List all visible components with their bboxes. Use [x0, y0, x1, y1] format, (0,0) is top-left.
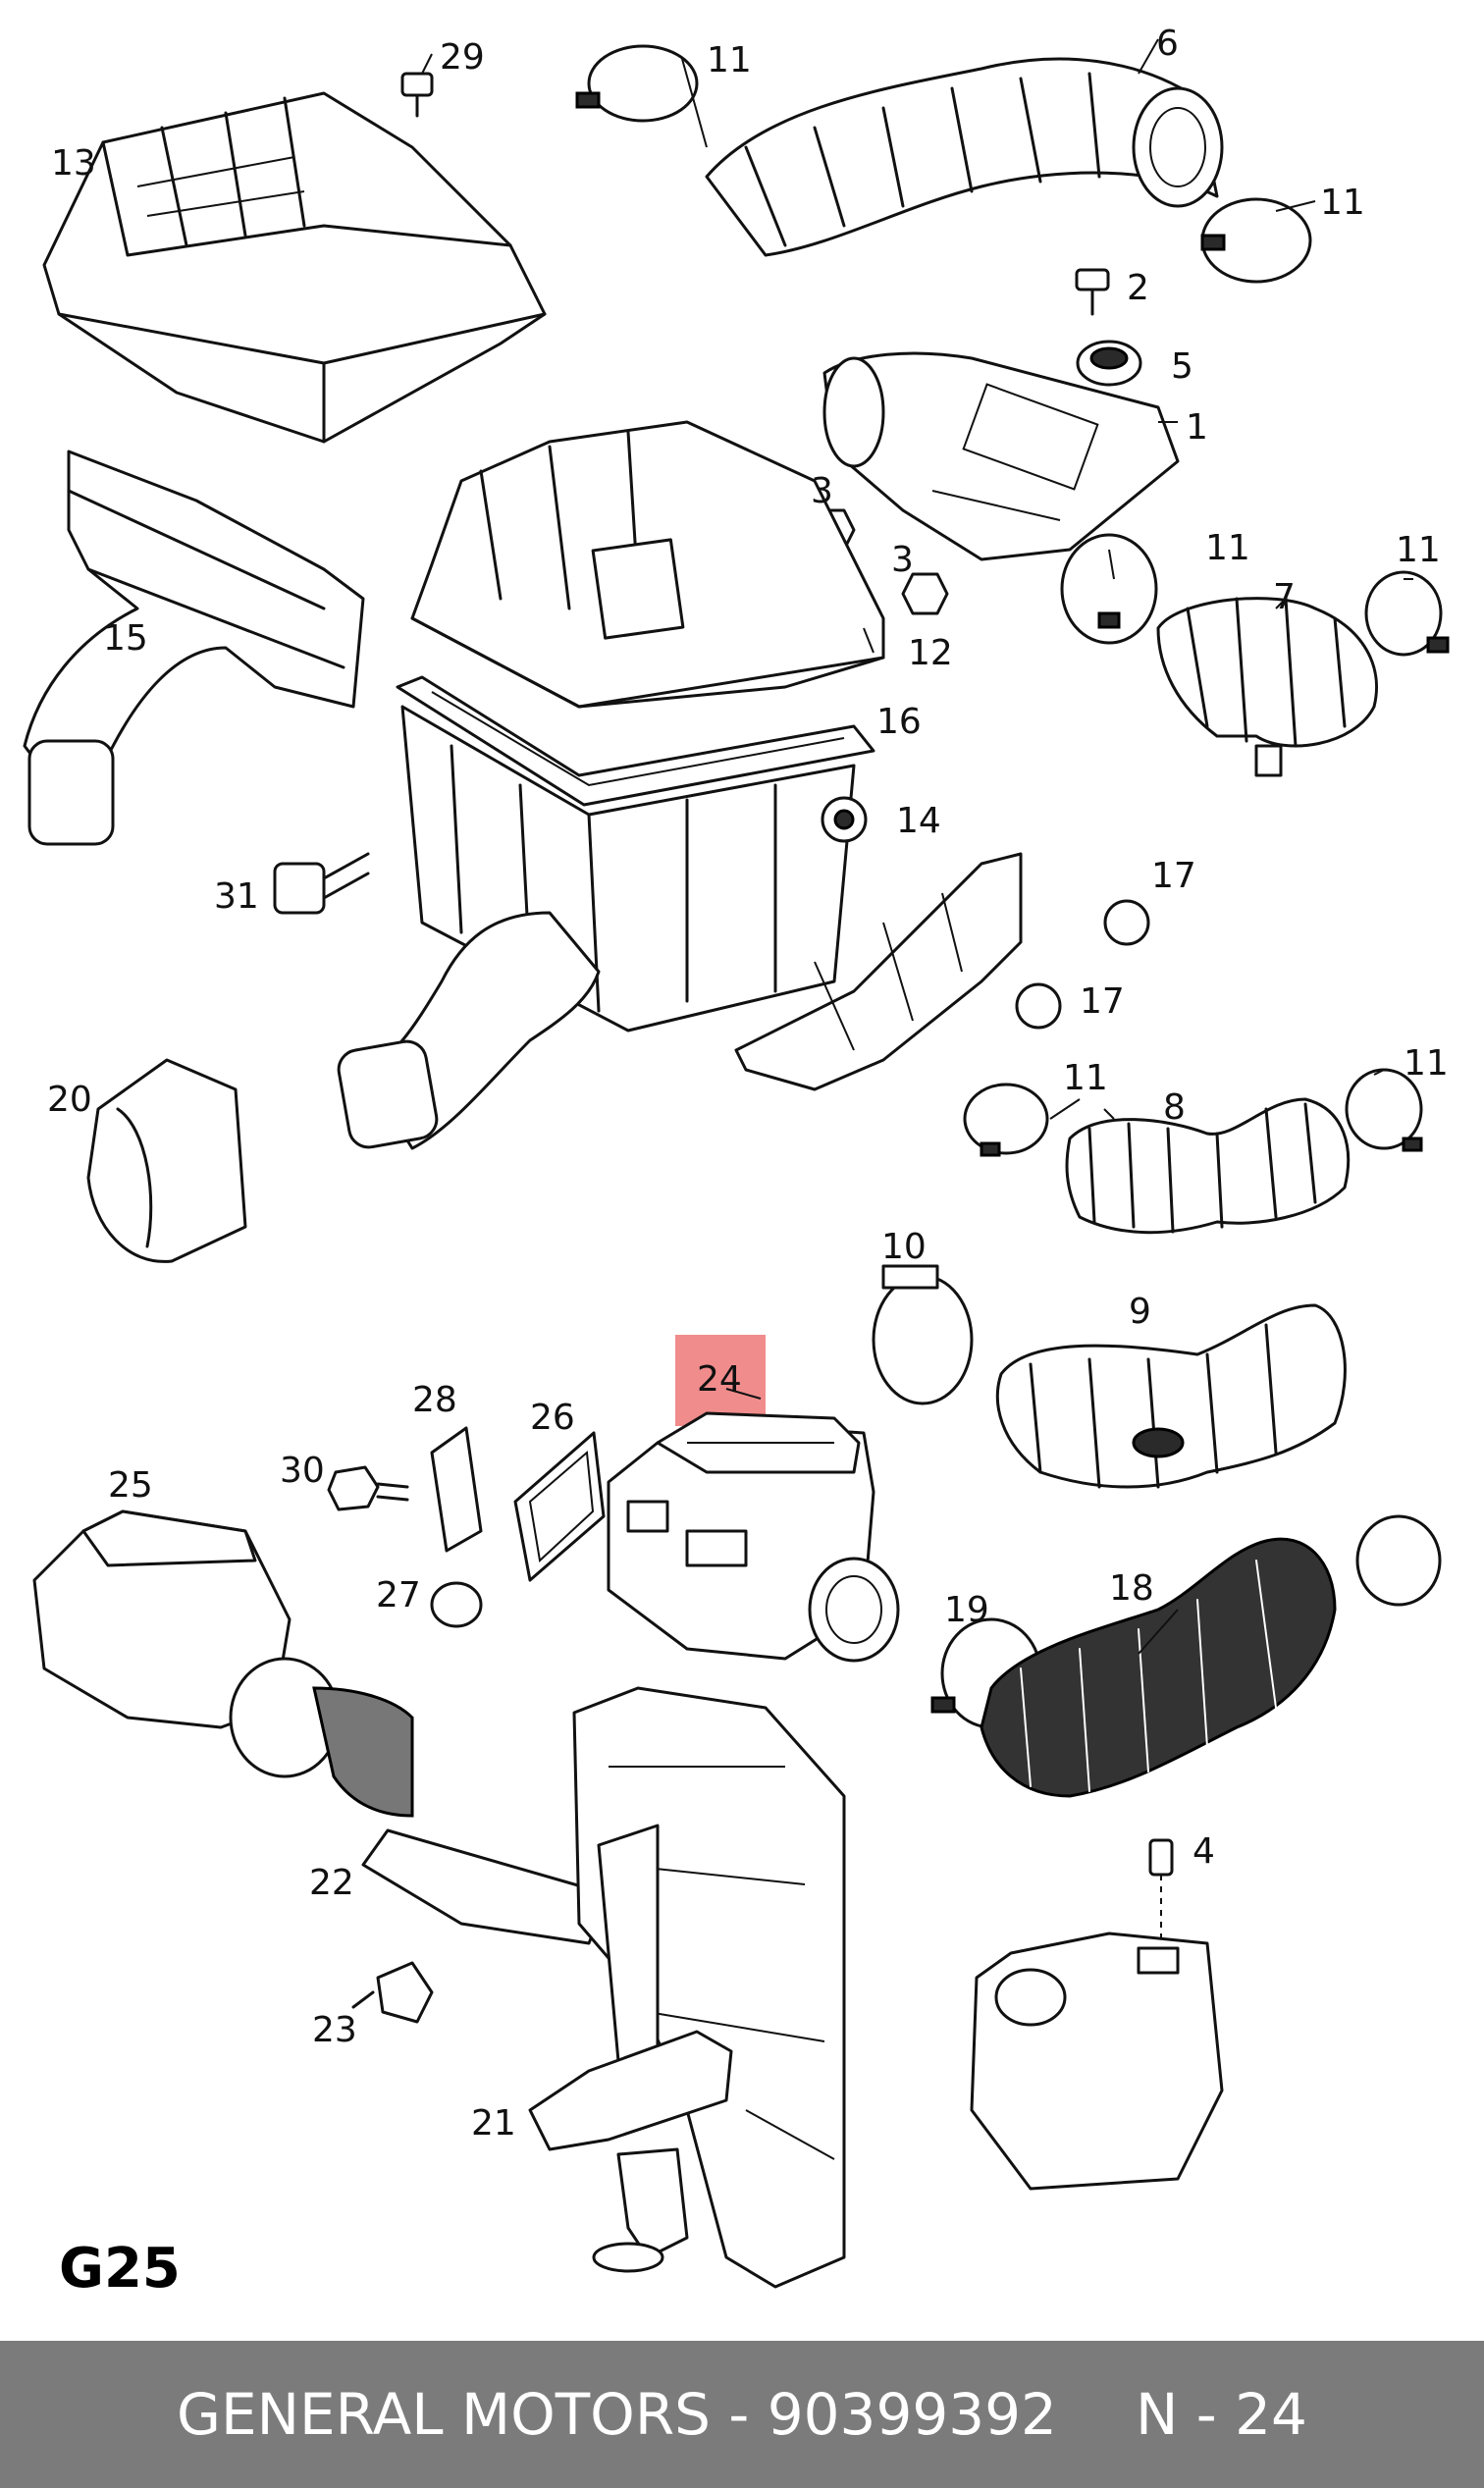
label-16: 16 [876, 702, 922, 742]
label-11: 11 [1404, 1043, 1449, 1084]
highlight-box [675, 1335, 766, 1426]
label-14: 14 [896, 801, 941, 841]
label-30: 30 [280, 1451, 325, 1491]
part-28-bracket [430, 1426, 483, 1553]
part-11-clamp-g [1355, 1514, 1442, 1607]
label-12: 12 [908, 633, 953, 673]
body-panel [572, 1686, 846, 2289]
part-25-airflow-meter [32, 1509, 414, 1818]
part-21-bracket [528, 2030, 733, 2273]
part-8-hose [1065, 1097, 1351, 1235]
label-15: 15 [103, 618, 148, 659]
label-6: 6 [1156, 24, 1179, 64]
part-13-air-cleaner-cover [42, 91, 547, 444]
part-29-screw [400, 72, 434, 118]
part-20-duct [86, 1058, 247, 1263]
label-7: 7 [1273, 577, 1296, 617]
part-11-clamp-b [1200, 197, 1312, 284]
label-11: 11 [707, 40, 752, 80]
label-4: 4 [1192, 1831, 1215, 1872]
label-2: 2 [1127, 268, 1149, 308]
parts-diagram: 29 13 11 6 11 2 5 1 3 3 11 11 7 12 15 16… [23, 24, 1450, 2301]
footer-position: N - 24 [1135, 2381, 1307, 2448]
label-28: 28 [412, 1380, 457, 1420]
part-26-gasket [513, 1431, 606, 1582]
part-17-clip-b [1015, 982, 1062, 1030]
footer-brand-part-number: GENERAL MOTORS - 90399392 [177, 2381, 1057, 2448]
label-5: 5 [1171, 346, 1193, 387]
label-27: 27 [376, 1575, 421, 1615]
label-11: 11 [1396, 530, 1441, 570]
label-11: 11 [1320, 183, 1365, 223]
label-22: 22 [309, 1863, 354, 1903]
reservoir [970, 1932, 1224, 2191]
part-3-nut-b [901, 572, 949, 615]
part-22-bracket [361, 1828, 610, 1945]
part-11-clamp-e [963, 1083, 1049, 1157]
label-23: 23 [312, 2010, 357, 2050]
part-17-clip-a [1103, 899, 1150, 946]
label-3: 3 [811, 471, 833, 511]
label-21: 21 [471, 2103, 516, 2144]
label-10: 10 [881, 1227, 927, 1267]
part-1-resonator [822, 351, 1180, 561]
part-4-plug [1148, 1838, 1174, 1953]
part-12-air-cleaner-top [410, 420, 885, 709]
part-11-clamp-a [575, 44, 699, 123]
part-18-hose [980, 1537, 1337, 1798]
part-labels: 29 13 11 6 11 2 5 1 3 3 11 11 7 12 15 16… [47, 24, 1449, 2144]
label-25: 25 [108, 1465, 153, 1506]
footer-bar: GENERAL MOTORS - 90399392 N - 24 [0, 2341, 1484, 2488]
part-14-bolt [821, 796, 868, 843]
part-6-intake-hose [705, 57, 1224, 257]
part-9-hose [995, 1303, 1347, 1489]
label-8: 8 [1163, 1087, 1186, 1128]
label-19: 19 [944, 1590, 989, 1630]
leader-lines [421, 38, 1413, 1655]
part-11-clamp-c [1060, 533, 1158, 645]
part-2-bolt [1075, 268, 1110, 316]
label-29: 29 [440, 37, 485, 78]
part-27-cap [430, 1581, 483, 1628]
part-23-clip [351, 1961, 434, 2024]
part-7-hose [1156, 597, 1378, 777]
label-24: 24 [697, 1359, 742, 1400]
part-10-clamp [872, 1264, 974, 1405]
sheet-code: G25 [59, 2237, 181, 2301]
label-17: 17 [1151, 856, 1196, 896]
part-30-bolt [327, 1465, 409, 1511]
label-13: 13 [51, 143, 96, 184]
label-17: 17 [1080, 981, 1125, 1022]
part-24-airflow-meter [607, 1335, 900, 1663]
label-3: 3 [891, 540, 914, 580]
label-26: 26 [530, 1398, 575, 1438]
part-15-intake-duct [23, 450, 365, 846]
label-20: 20 [47, 1080, 92, 1120]
part-17-bracket [734, 852, 1023, 1091]
label-11: 11 [1063, 1058, 1108, 1098]
part-16-air-filter [396, 675, 875, 807]
part-5-grommet [1076, 340, 1142, 387]
label-31: 31 [214, 876, 259, 917]
label-11: 11 [1205, 528, 1250, 568]
label-18: 18 [1109, 1568, 1154, 1609]
housing-outlet-hose [337, 911, 601, 1150]
label-9: 9 [1129, 1292, 1151, 1332]
part-11-clamp-d [1364, 570, 1450, 657]
label-1: 1 [1186, 407, 1208, 448]
part-31-bolt [273, 852, 370, 915]
